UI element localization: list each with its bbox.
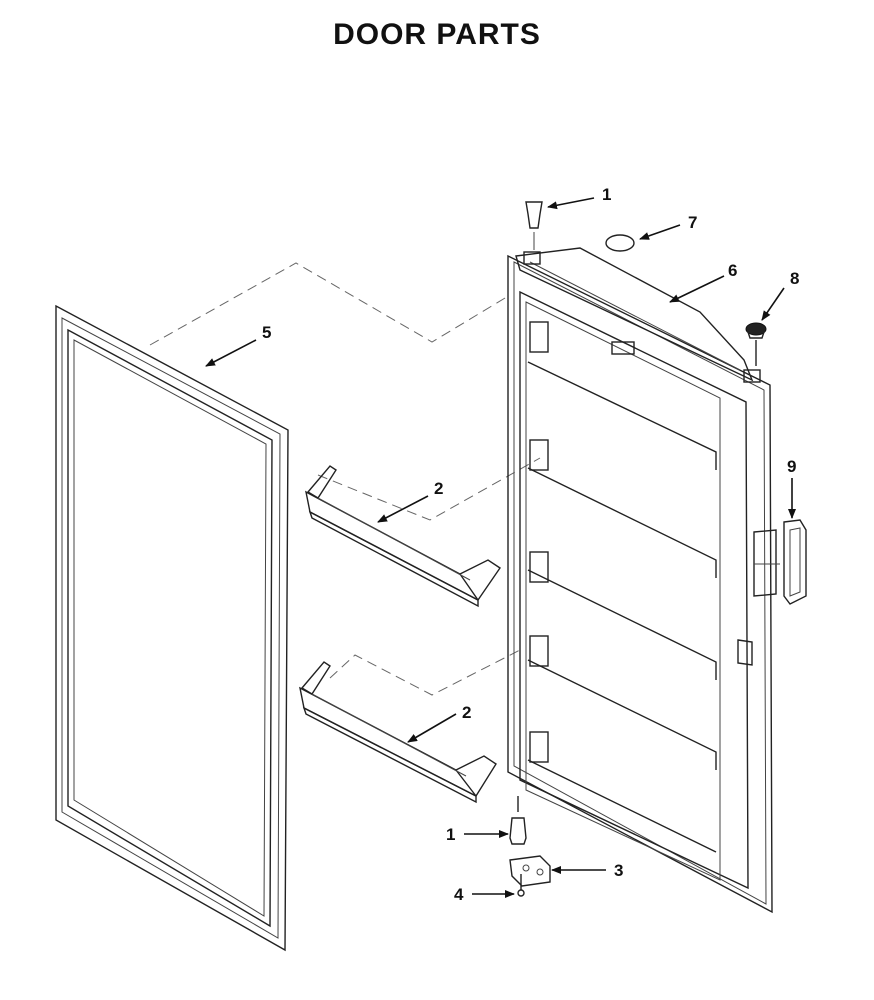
callout-8: 8 (790, 269, 799, 288)
door-gasket (55, 304, 289, 952)
page-title: DOOR PARTS (333, 18, 541, 51)
callout-2-lower: 2 (462, 703, 471, 722)
callout-labels: 1 7 6 8 5 9 2 2 1 3 4 (262, 185, 799, 904)
callout-3: 3 (614, 861, 623, 880)
door-bin-lower (299, 661, 497, 804)
hole-plug-cap (745, 322, 767, 366)
callout-2-upper: 2 (434, 479, 443, 498)
callout-9: 9 (787, 457, 796, 476)
plug-part (605, 234, 635, 252)
hinge-bushing-top (525, 201, 543, 250)
callout-7: 7 (688, 213, 697, 232)
door-bin-upper (305, 465, 501, 608)
door-handle (783, 519, 807, 605)
hinge-bushing-bottom (509, 796, 527, 845)
callout-1-bottom: 1 (446, 825, 455, 844)
callout-1-top: 1 (602, 185, 611, 204)
callout-arrows (205, 197, 796, 898)
callout-4: 4 (454, 885, 464, 904)
hinge-screw (517, 874, 525, 897)
callout-5: 5 (262, 323, 271, 342)
hinge-bracket (509, 855, 551, 887)
alignment-lines (149, 262, 541, 696)
door-assembly (507, 247, 780, 914)
callout-6: 6 (728, 261, 737, 280)
